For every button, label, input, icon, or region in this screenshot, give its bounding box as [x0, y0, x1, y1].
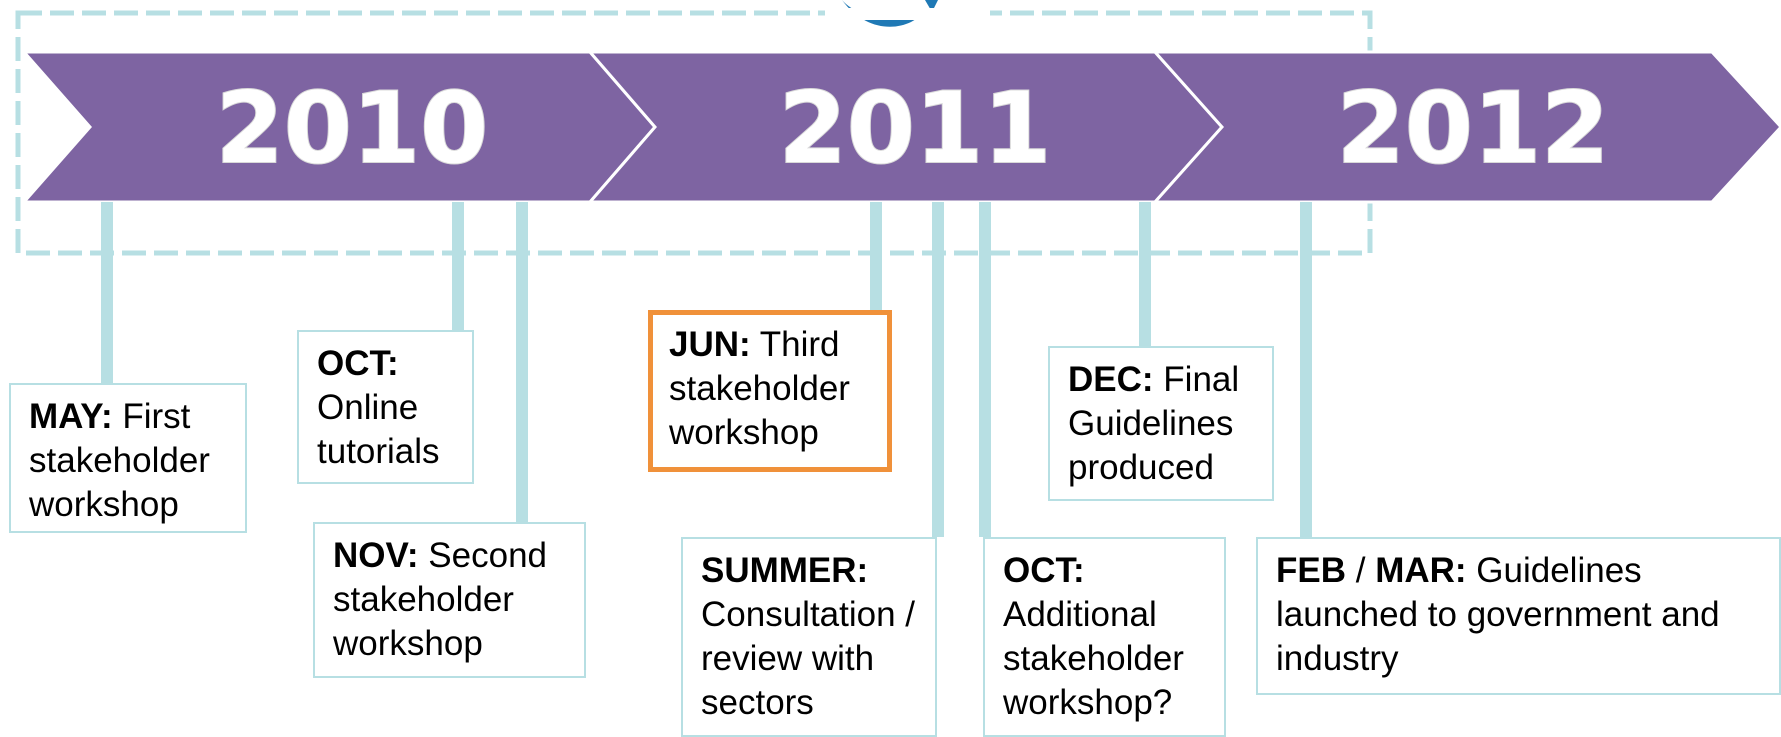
connector-may	[101, 202, 113, 384]
event-month: JUN:	[669, 325, 751, 364]
event-may: MAY: First stakeholder workshop	[9, 383, 247, 533]
connector-feb-mar	[1300, 202, 1312, 537]
logo-swoosh-icon-2	[925, 0, 938, 12]
connector-jun	[870, 202, 882, 310]
event-month-2: MAR:	[1375, 551, 1467, 590]
event-month: MAY:	[29, 397, 113, 436]
year-label-2011: 2011	[779, 72, 1052, 186]
event-oct-2011: OCT: Additional stakeholder workshop?	[983, 537, 1226, 737]
event-dec: DEC: Final Guidelines produced	[1048, 346, 1274, 501]
event-summer: SUMMER: Consultation / review with secto…	[681, 537, 937, 737]
event-text: Final Guidelines produced	[1068, 360, 1240, 487]
event-oct-2010: OCT: Online tutorials	[297, 330, 474, 484]
event-month: NOV:	[333, 536, 419, 575]
event-text: Consultation / review with sectors	[701, 595, 916, 722]
event-text: Online tutorials	[317, 388, 440, 471]
event-month: SUMMER:	[701, 551, 869, 590]
event-month: DEC:	[1068, 360, 1154, 399]
event-text: Third stakeholder workshop	[669, 325, 850, 452]
year-label-2012: 2012	[1337, 72, 1610, 186]
event-text: First stakeholder workshop	[29, 397, 210, 524]
connector-oct-2010	[452, 202, 464, 330]
connector-nov	[516, 202, 528, 522]
event-text: Second stakeholder workshop	[333, 536, 548, 663]
event-month: OCT:	[317, 344, 399, 383]
year-label-2010: 2010	[216, 72, 489, 186]
connector-summer	[932, 202, 944, 537]
connector-dec	[1139, 202, 1151, 346]
event-text: Guidelines launched to government and in…	[1276, 551, 1720, 678]
event-text: Additional stakeholder workshop?	[1003, 595, 1184, 722]
event-feb-mar: FEB / MAR: Guidelines launched to govern…	[1256, 537, 1781, 695]
event-month: FEB	[1276, 551, 1346, 590]
event-month: OCT:	[1003, 551, 1085, 590]
logo-swoosh-icon	[842, 0, 925, 27]
year-chevron-2012	[1151, 50, 1781, 204]
connector-oct-2011	[979, 202, 991, 537]
event-separator: /	[1346, 551, 1376, 590]
event-nov: NOV: Second stakeholder workshop	[313, 522, 586, 678]
event-jun-highlighted: JUN: Third stakeholder workshop	[648, 310, 892, 472]
